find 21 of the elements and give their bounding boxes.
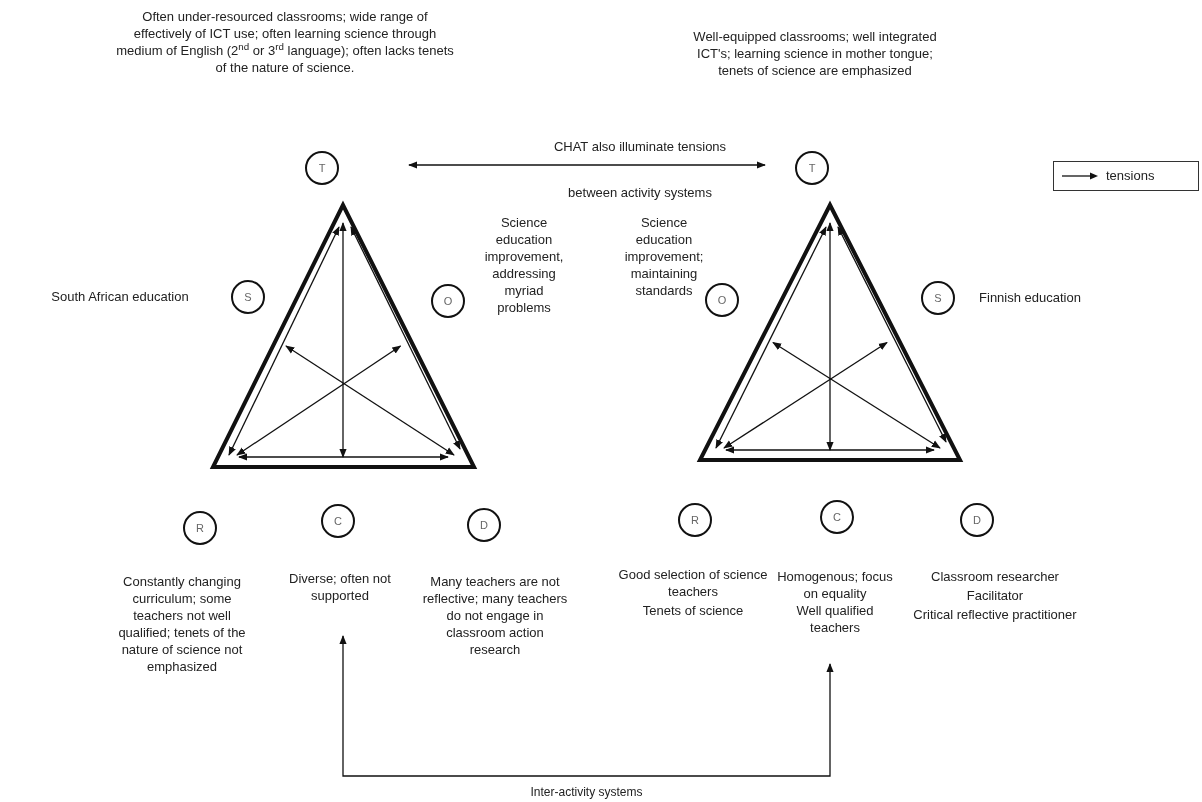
description-text: Well qualified teachers xyxy=(795,602,875,636)
caption-text: Classroom researcher xyxy=(931,568,1059,585)
caption-text: Facilitator xyxy=(966,587,1024,604)
caption-text: South African education xyxy=(51,288,189,305)
annotation-text: CHAT also illuminate tensions xyxy=(553,138,727,155)
caption-text: Many teachers are not reflective; many teachers do not engage in classroom action research xyxy=(421,573,569,658)
caption-text: Science education improvement; maintaining standards xyxy=(623,214,705,299)
caption-text: Tenets of science xyxy=(642,602,744,619)
arrow xyxy=(408,161,766,169)
caption-text: Finnish education xyxy=(979,289,1081,306)
description-text: Diverse; often not supported xyxy=(288,570,392,604)
caption-text: Science education improvement, addressing myriad problems xyxy=(483,214,565,316)
arrow xyxy=(339,635,834,777)
caption-text: Critical reflective practitioner xyxy=(913,606,1077,623)
annotation-text: Well-equipped classrooms; well integrated ICT's; learning science in mother tongue; tenets of science are emphasized xyxy=(692,28,938,79)
caption-text: Good selection of science teachers xyxy=(618,566,768,600)
legend-text: tensions xyxy=(1106,167,1155,185)
description-text: Homogenous; focus on equality xyxy=(776,568,894,602)
annotation-text: Often under-resourced classrooms; wide range of effectively of ICT use; often learning science through medium of English (2$^{nd}$ or 3$^{rd}$ language); often lacks tenets of the nature of science. xyxy=(115,8,455,76)
annotation-text: between activity systems xyxy=(568,184,712,201)
caption-text: Constantly changing curriculum; some teachers not well qualified; tenets of the nature of science not emphasized xyxy=(117,573,247,675)
